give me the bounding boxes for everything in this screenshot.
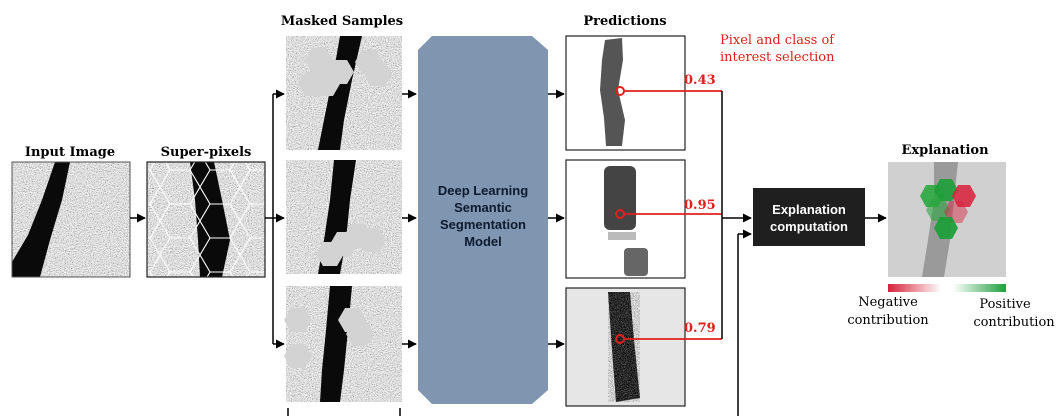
contribution-gradient [888, 284, 1006, 292]
prediction-value-1: 0.43 [684, 73, 716, 88]
samples-bracket [287, 408, 401, 416]
pixel-selection-label-2: interest selection [720, 50, 835, 65]
masked-sample-1 [286, 36, 402, 150]
model-label-3: Segmentation [440, 217, 526, 232]
input-image [11, 161, 131, 278]
pixel-selection-label-1: Pixel and class of [720, 33, 835, 48]
prediction-1 [565, 35, 686, 151]
model-label-2: Semantic [454, 200, 512, 215]
computation-label-2: computation [770, 219, 848, 234]
positive-label-1: Positive [979, 297, 1031, 312]
explanation-computation-box: Explanation computation [753, 188, 865, 246]
positive-label-2: contribution [973, 315, 1055, 330]
masked-samples-title: Masked Samples [281, 14, 403, 29]
input-image-title: Input Image [25, 145, 115, 160]
model-label-4: Model [464, 234, 502, 249]
prediction-value-2: 0.95 [684, 198, 716, 213]
super-pixels-image [146, 161, 266, 278]
prediction-3 [565, 287, 686, 407]
negative-label-1: Negative [858, 295, 918, 310]
explanation-title: Explanation [901, 143, 989, 158]
masked-sample-2 [286, 160, 402, 274]
model-label-1: Deep Learning [438, 183, 528, 198]
computation-label-1: Explanation [772, 202, 846, 217]
prediction-value-3: 0.79 [684, 321, 716, 336]
masked-sample-3 [284, 286, 402, 402]
super-pixels-title: Super-pixels [161, 145, 252, 160]
negative-label-2: contribution [847, 313, 929, 328]
explanation-image [888, 162, 1006, 277]
predictions-title: Predictions [583, 14, 666, 29]
segmentation-model-box: Deep Learning Semantic Segmentation Mode… [418, 36, 548, 404]
prediction-2 [565, 159, 686, 279]
connectors [130, 89, 887, 416]
